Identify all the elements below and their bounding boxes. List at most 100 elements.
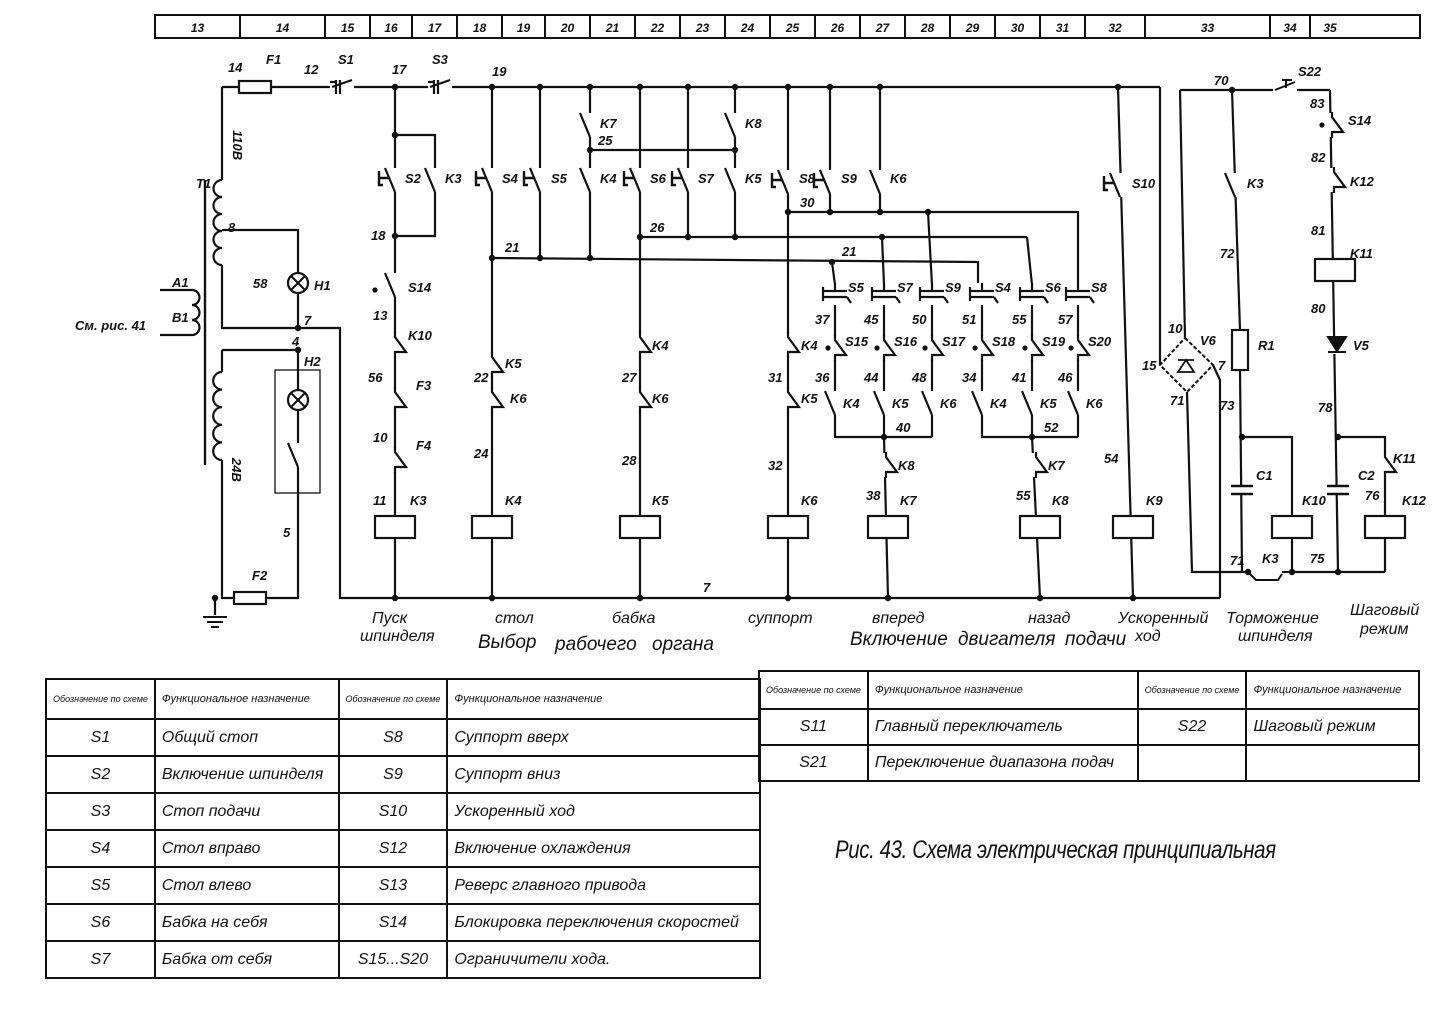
label: S9 (841, 171, 858, 186)
wire-gap (390, 333, 400, 357)
function-cell: Бабка от себя (153, 940, 340, 979)
coil-k5 (618, 514, 662, 540)
wire-gap (487, 388, 497, 412)
label: K6 (510, 391, 527, 406)
transformer-primary-winding (191, 288, 201, 337)
limit-switch (930, 335, 946, 361)
designation-cell (1136, 744, 1248, 782)
designation-cell: S6 (45, 903, 156, 942)
label: 28 (621, 453, 637, 468)
zone-number: 15 (341, 21, 355, 35)
junction-node (536, 254, 544, 262)
label: K6 (890, 171, 907, 186)
designation-cell: S9 (337, 755, 449, 794)
label: Включение (850, 629, 948, 650)
label: S10 (1132, 176, 1156, 191)
wire-gap (927, 336, 937, 360)
label: K3 (1247, 176, 1264, 191)
junction-node (784, 594, 792, 602)
s14-lock-contact (1330, 112, 1346, 138)
rectifier-v6 (1158, 336, 1215, 394)
zone-number: 29 (965, 21, 980, 35)
wire-gap (879, 391, 889, 415)
nc-contact (490, 387, 506, 413)
label: 56 (368, 370, 383, 385)
label: 13 (373, 308, 388, 323)
zone-number: 35 (1323, 21, 1337, 35)
designation-cell: S8 (337, 718, 449, 757)
label: V6 (1200, 333, 1217, 348)
thermal-relay-f4 (393, 447, 409, 473)
function-cell: Суппорт вниз (446, 755, 761, 794)
label: 83 (1310, 96, 1325, 111)
label: 5 (283, 525, 291, 540)
wire-gap (535, 168, 545, 192)
wire-gap (1027, 336, 1037, 360)
junction-node (884, 594, 892, 602)
label: 82 (1311, 150, 1326, 165)
label: S15 (845, 334, 869, 349)
label: 71 (1230, 553, 1244, 568)
junction-node (488, 254, 496, 262)
wire-gap (487, 353, 497, 377)
label: бабка (612, 610, 655, 627)
wire-gap (390, 388, 400, 412)
wire-gap (881, 453, 891, 477)
limit-switch-actuator-icon (874, 345, 880, 351)
designation-cell: S3 (45, 792, 156, 831)
wire-gap (1230, 486, 1254, 494)
junction-node (1114, 83, 1122, 91)
label: 46 (1057, 370, 1073, 385)
label: 17 (392, 62, 407, 77)
wire-gap (875, 170, 885, 194)
function-cell: Реверс главного привода (446, 866, 761, 905)
label: 7 (1218, 358, 1226, 373)
transformer-winding-110v (212, 178, 223, 267)
limit-switch-actuator-icon (922, 345, 928, 351)
pushbutton-actuator-icon (522, 171, 534, 187)
function-cell: Шаговый режим (1245, 708, 1420, 746)
label: K4 (843, 396, 860, 411)
label: 14 (228, 60, 243, 75)
zone-number: 28 (920, 21, 935, 35)
label: S4 (995, 280, 1012, 295)
fuse-f1 (237, 79, 273, 95)
diode-v5-icon (1326, 336, 1348, 353)
junction-node (784, 208, 792, 216)
label: K12 (1402, 493, 1427, 508)
s14-actuator-icon (372, 287, 378, 293)
junction-node (1036, 594, 1044, 602)
limit-switch (833, 335, 849, 361)
wire-gap (968, 283, 996, 305)
label: 8 (228, 220, 236, 235)
feed-stop-button-s3 (428, 78, 451, 94)
wire-gap (821, 283, 849, 305)
head-to-self-button-s6 (628, 167, 642, 193)
label: 19 (492, 64, 507, 79)
designation-cell: S2 (45, 755, 156, 794)
label: 75 (1310, 551, 1325, 566)
label: K5 (745, 171, 762, 186)
designation-cell: S7 (45, 940, 156, 979)
wire (880, 236, 886, 286)
junction-node (826, 83, 834, 91)
label: S20 (1088, 334, 1112, 349)
label: K11 (1350, 246, 1373, 261)
label: 80 (1311, 301, 1326, 316)
coil-k10 (1270, 514, 1314, 540)
label: 55 (1012, 312, 1027, 327)
wire-gap (870, 283, 898, 305)
wire-gap (830, 391, 840, 415)
no-contact (723, 167, 737, 193)
junction-node (294, 346, 302, 354)
junction-node (1238, 433, 1246, 441)
zone-number: 17 (428, 21, 443, 35)
label: K4 (600, 171, 617, 186)
junction-node (1228, 86, 1236, 94)
nc-contact (786, 387, 802, 413)
